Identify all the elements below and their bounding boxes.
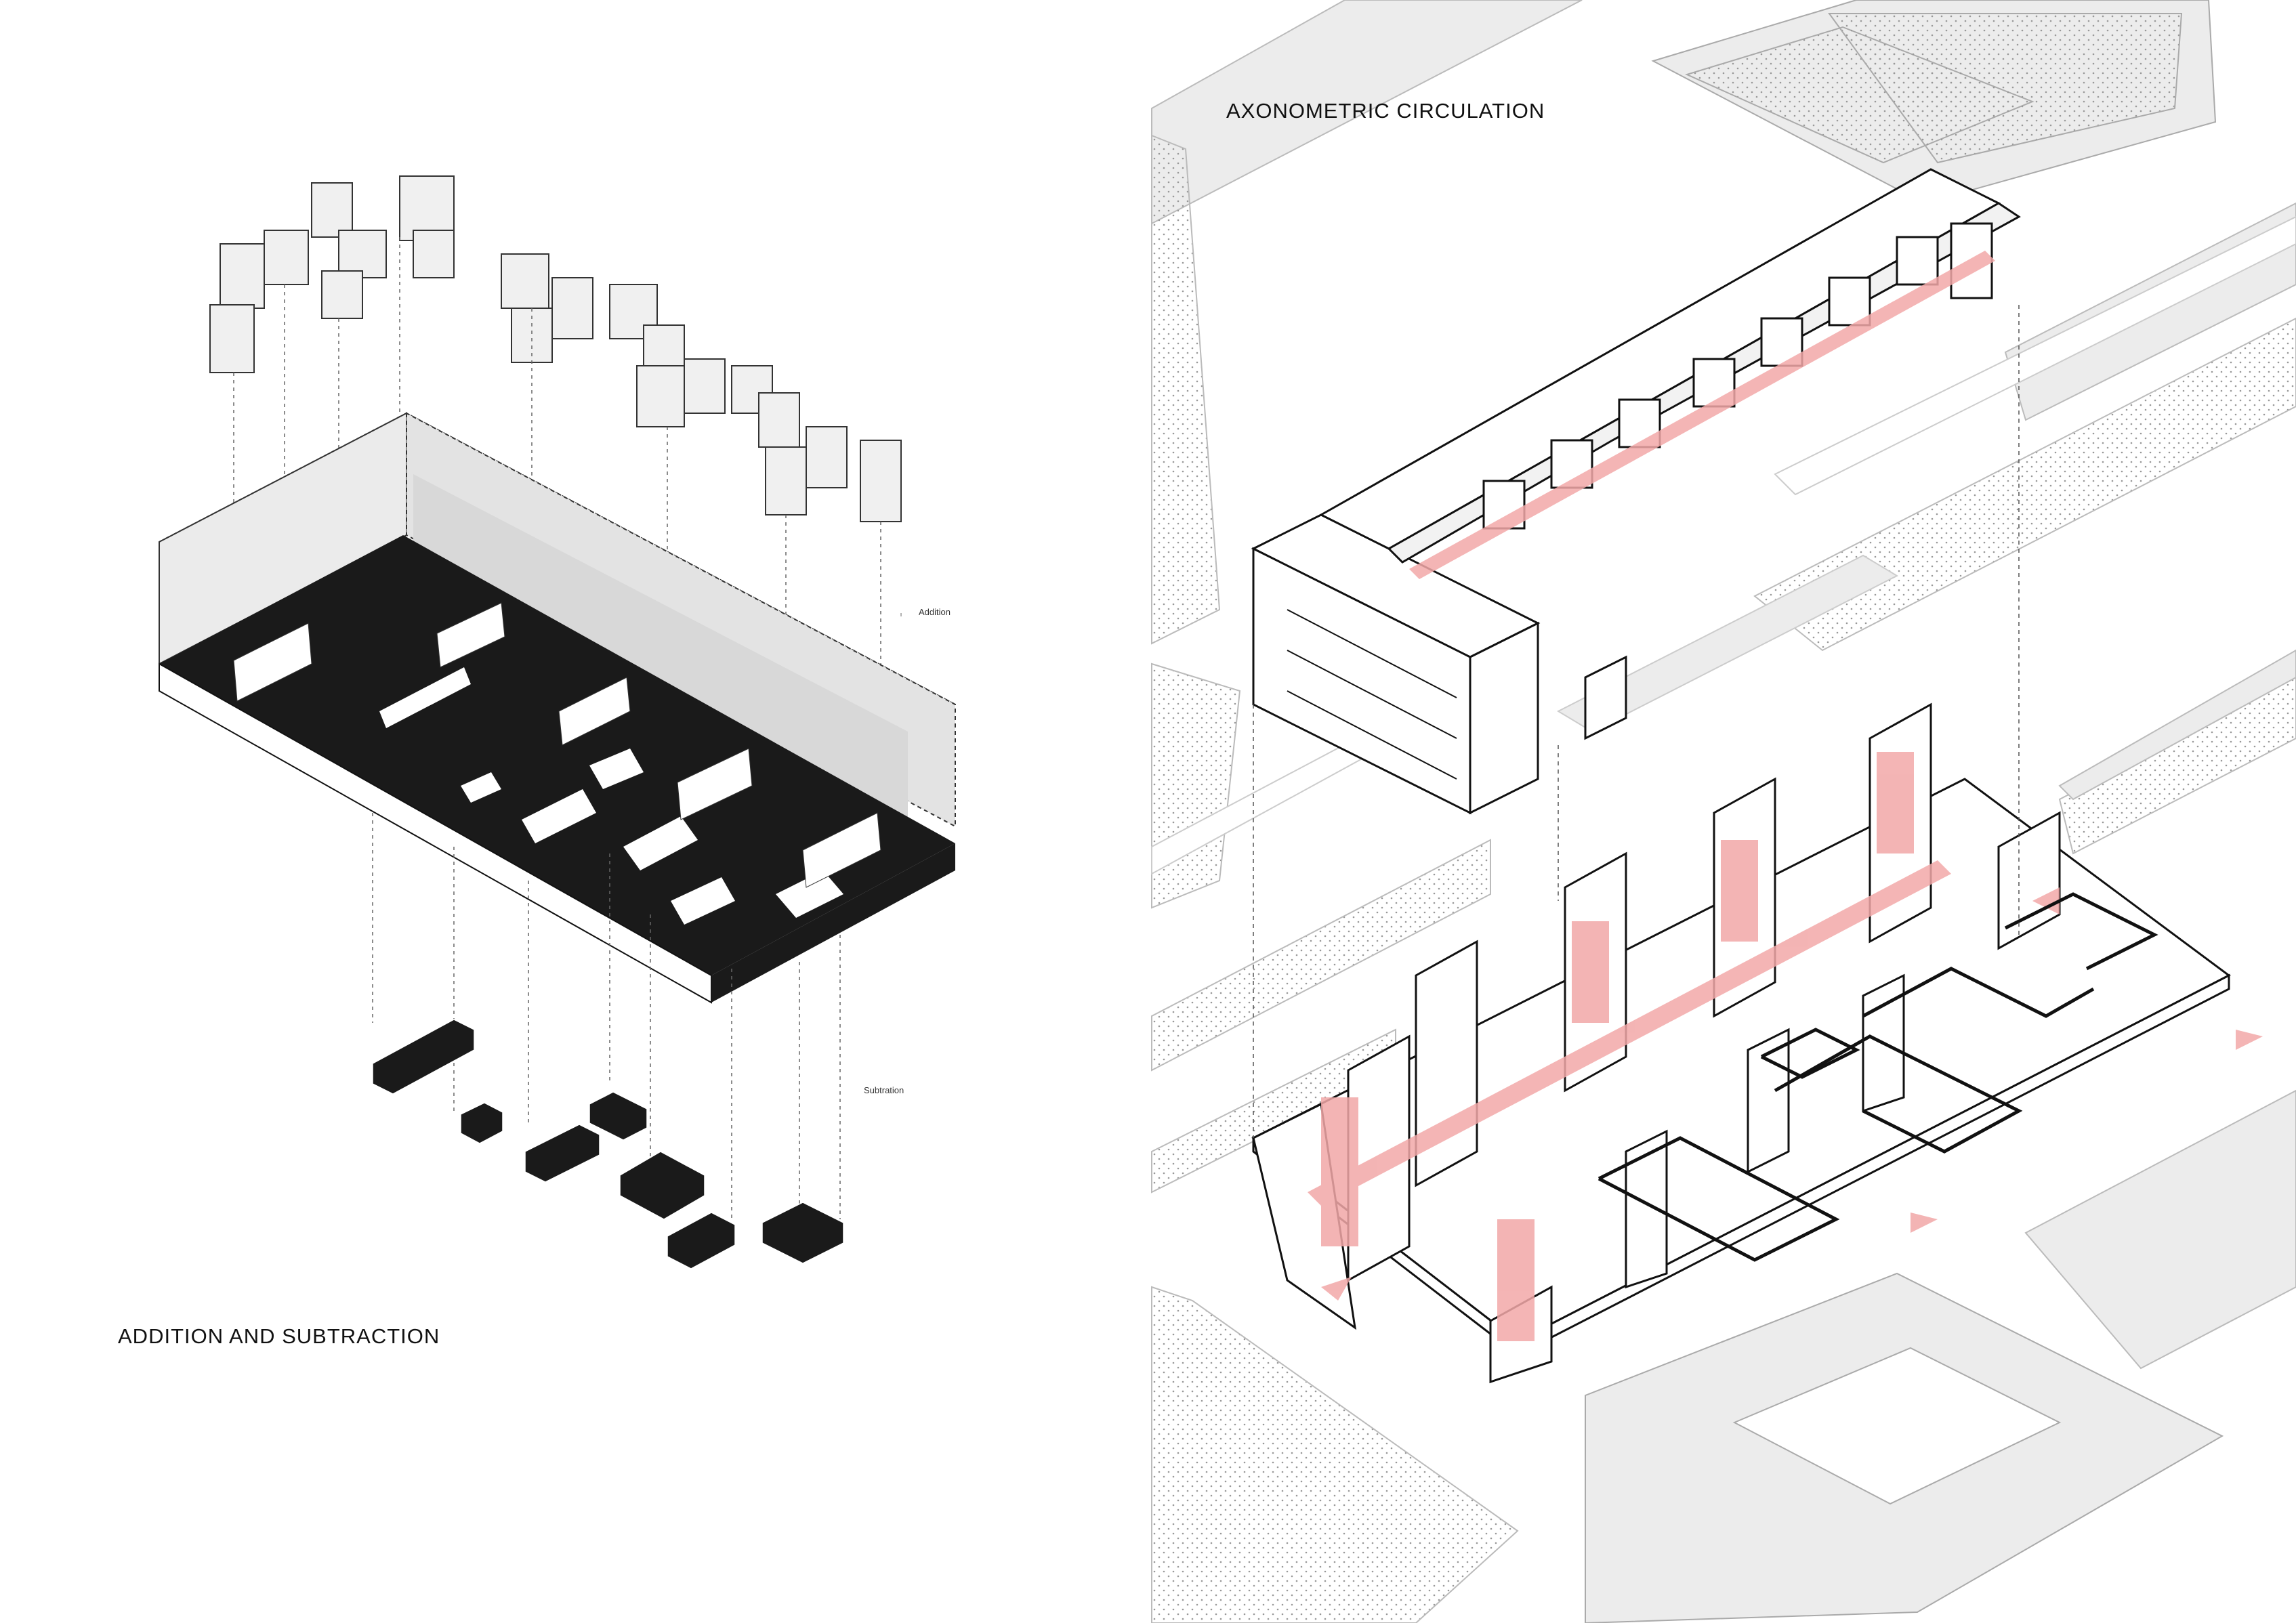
ramps [1598,892,2158,1262]
floor-slab [159,535,955,1004]
site-context [1151,0,2296,1623]
upper-corridor [1409,251,1995,579]
subtraction-volumes [372,1019,844,1269]
title-axonometric-circulation: AXONOMETRIC CIRCULATION [1226,99,1545,123]
title-addition-subtraction: ADDITION AND SUBTRACTION [118,1324,440,1348]
label-addition: Addition [919,607,951,617]
projection-lines [1253,305,2020,1138]
label-subtraction: Subtration [864,1085,904,1095]
subtraction-drop-lines [372,813,841,1219]
upper-building [1251,168,2021,815]
lower-complex [1251,702,2231,1384]
lower-circulation [1308,752,2263,1341]
addition-volumes [209,175,902,522]
